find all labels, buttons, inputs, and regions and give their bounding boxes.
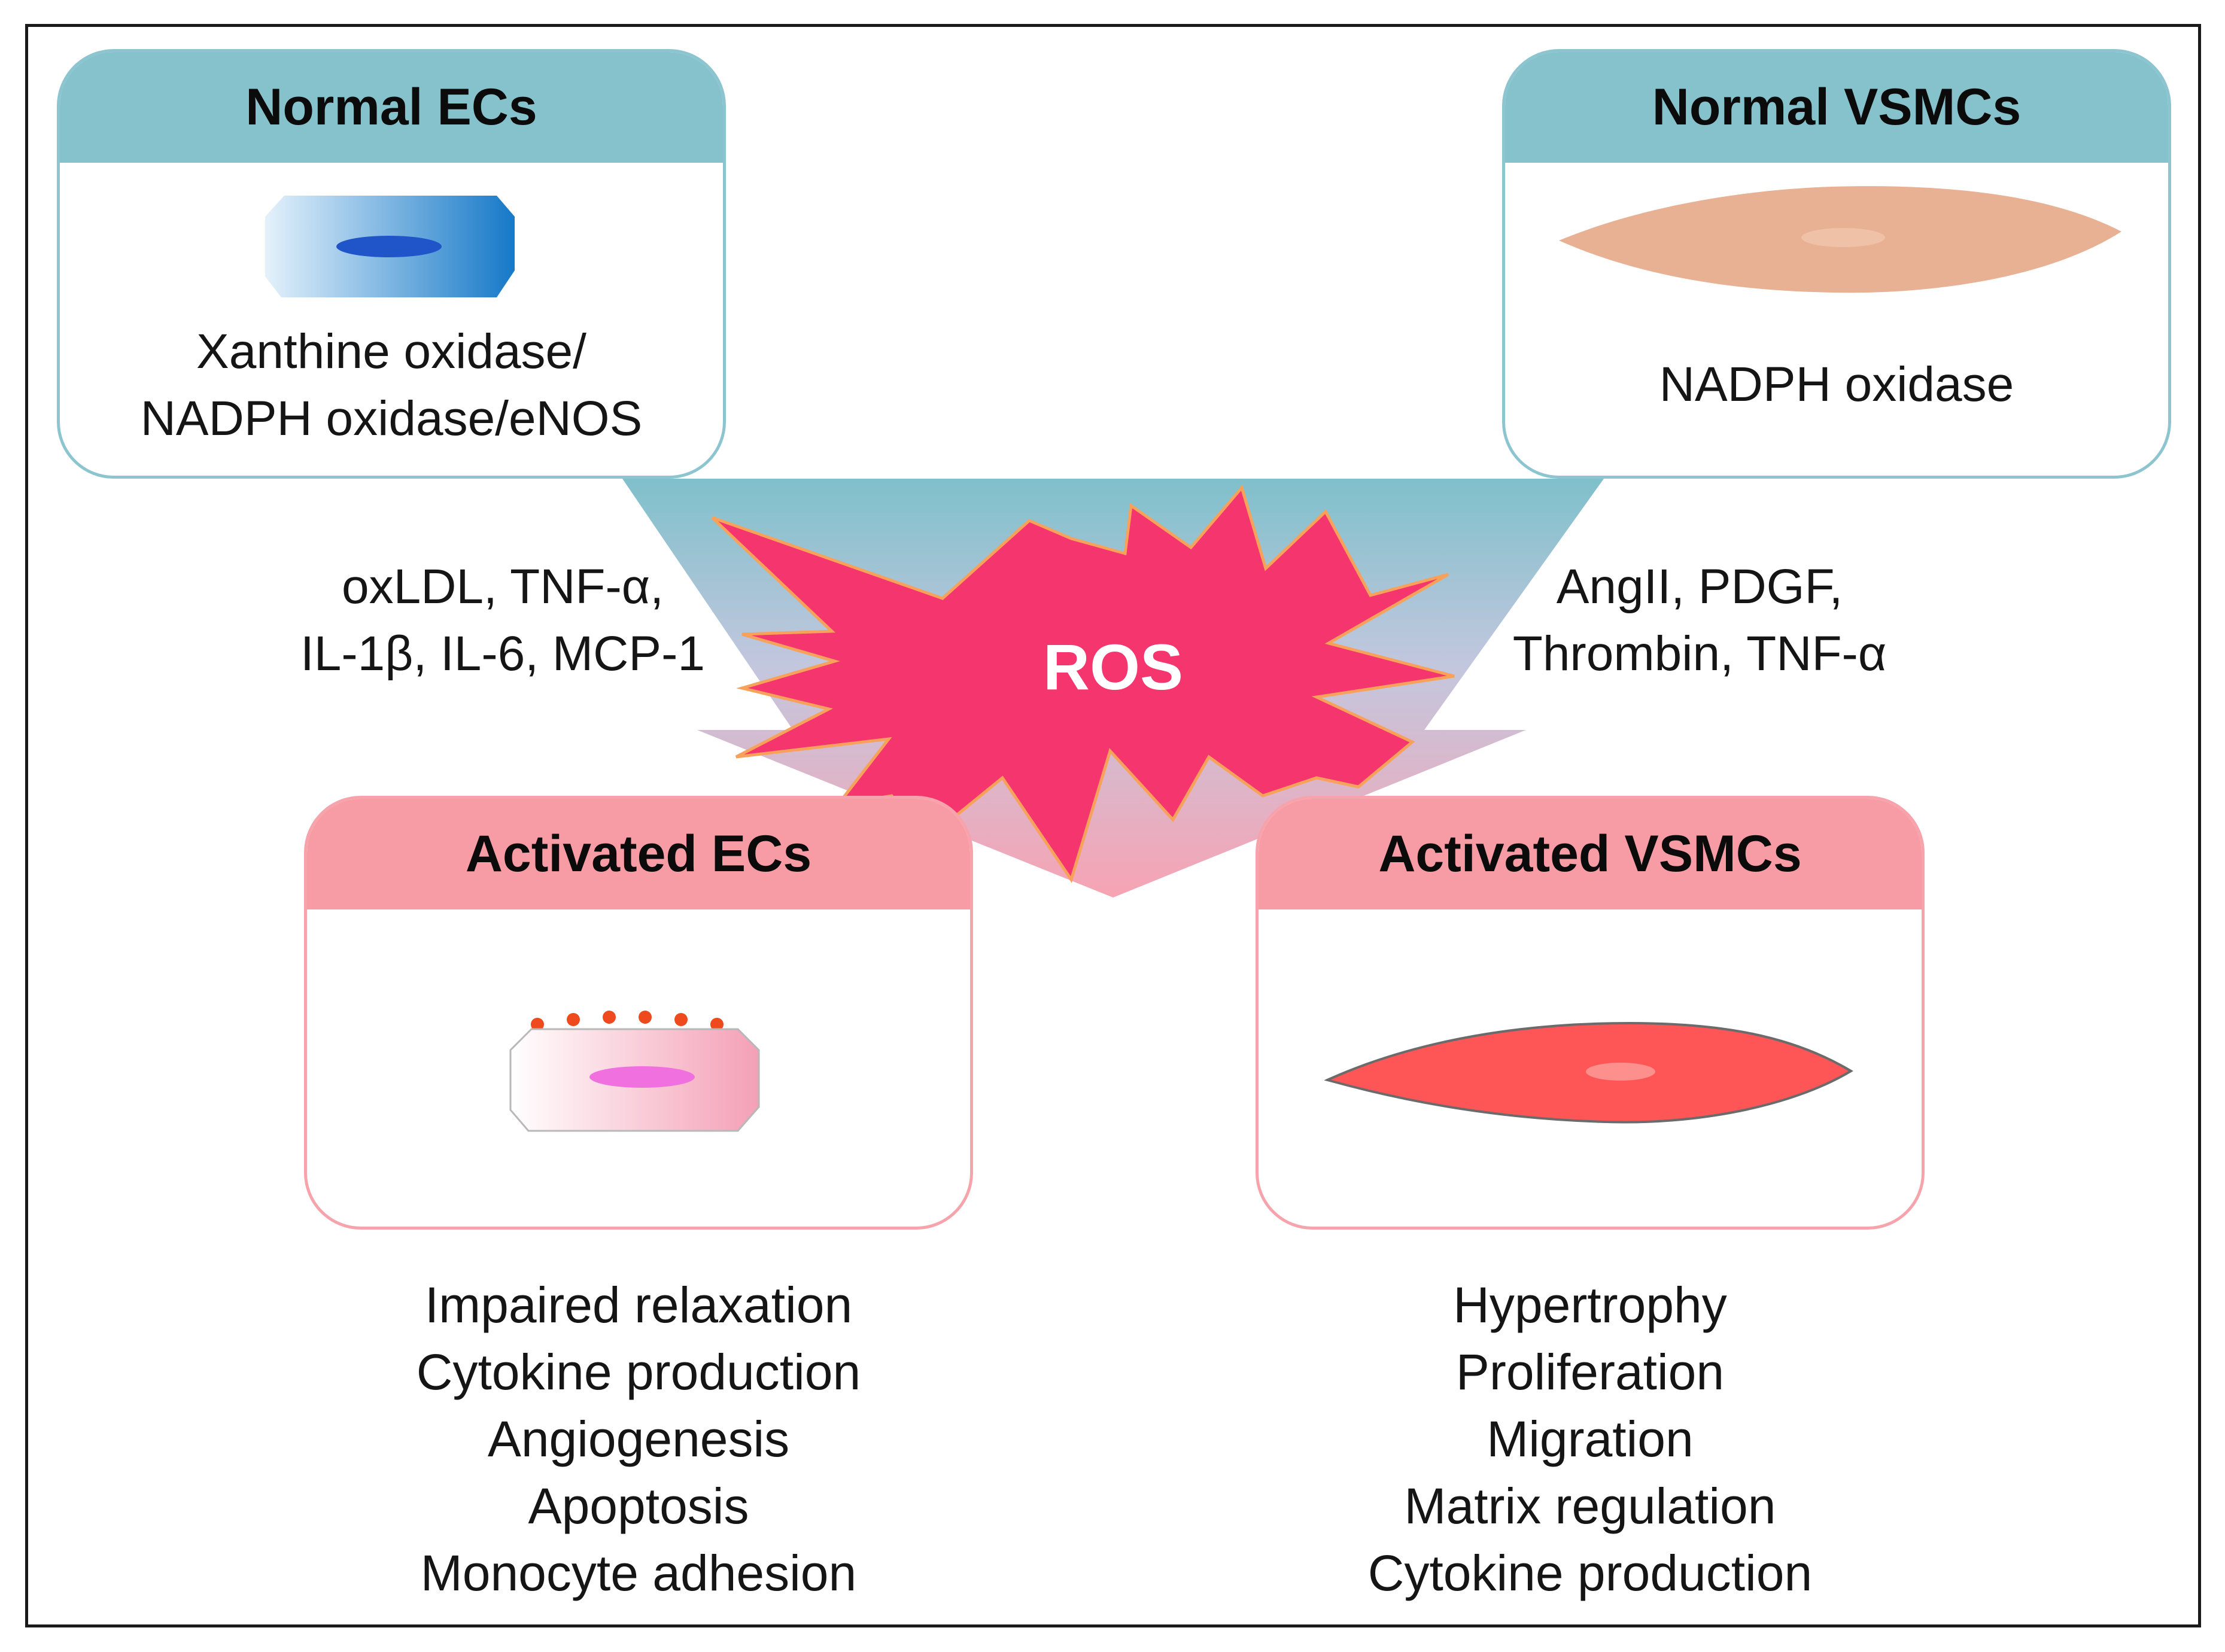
activated-vsmcs-panel: Activated VSMCs [1256,796,1925,1230]
normal-ecs-enzyme-line-1: Xanthine oxidase/ [196,324,586,379]
normal-endothelial-cell-icon [265,196,515,297]
activated-endothelial-cell-icon [509,1011,760,1132]
activated-ecs-panel: Activated ECs [304,796,973,1230]
figure-frame [25,24,2201,1627]
vsmc-stimuli-line-1: AngII, PDGF, [1556,559,1843,614]
activated-ecs-effects-list: Impaired relaxation Cytokine production … [304,1271,973,1607]
ec-effect-item: Cytokine production [416,1344,861,1400]
ec-stimuli-line-2: IL-1β, IL-6, MCP-1 [300,626,706,681]
ec-effect-item: Apoptosis [528,1478,749,1534]
ec-effect-item: Angiogenesis [487,1411,790,1467]
vsmc-stimuli-label: AngII, PDGF, Thrombin, TNF-α [1454,553,1945,687]
normal-ecs-enzyme-line-2: NADPH oxidase/eNOS [140,391,643,446]
normal-vsmcs-panel: Normal VSMCs NADPH oxidase [1502,49,2171,479]
ec-stimuli-line-1: oxLDL, TNF-α, [341,559,664,614]
adhesion-molecule-1 [531,1018,544,1031]
adhesion-molecule-2 [567,1013,580,1026]
normal-smooth-muscle-cell-icon [1559,186,2121,293]
vsmc-effect-item: Hypertrophy [1453,1277,1727,1333]
activated-smooth-muscle-cell-icon [1324,1021,1853,1124]
adhesion-molecule-6 [710,1018,724,1031]
ec-effect-item: Monocyte adhesion [420,1545,857,1601]
ec-effect-item: Impaired relaxation [424,1277,853,1333]
vsmc-stimuli-line-2: Thrombin, TNF-α [1512,626,1887,681]
adhesion-molecule-5 [674,1013,688,1026]
vsmc-effect-item: Migration [1487,1411,1694,1467]
normal-ecs-title: Normal ECs [60,52,723,163]
adhesion-molecule-4 [639,1011,652,1024]
activated-ecs-title: Activated ECs [307,799,970,909]
adhesion-molecule-3 [603,1011,616,1024]
activated-vsmcs-title: Activated VSMCs [1259,799,1922,909]
activated-vsmcs-effects-list: Hypertrophy Proliferation Migration Matr… [1256,1271,1925,1607]
normal-vsmcs-title: Normal VSMCs [1505,52,2168,163]
vsmc-effect-item: Cytokine production [1367,1545,1813,1601]
vsmc-effect-item: Matrix regulation [1404,1478,1776,1534]
ros-burst [711,484,1455,883]
vsmc-effect-item: Proliferation [1455,1344,1725,1400]
ec-stimuli-label: oxLDL, TNF-α, IL-1β, IL-6, MCP-1 [257,553,748,687]
normal-ecs-panel: Normal ECs Xanthine oxidase/ NADPH oxida… [57,49,726,479]
normal-vsmcs-enzyme: NADPH oxidase [1659,357,2014,412]
ros-label: ROS [1042,631,1184,703]
